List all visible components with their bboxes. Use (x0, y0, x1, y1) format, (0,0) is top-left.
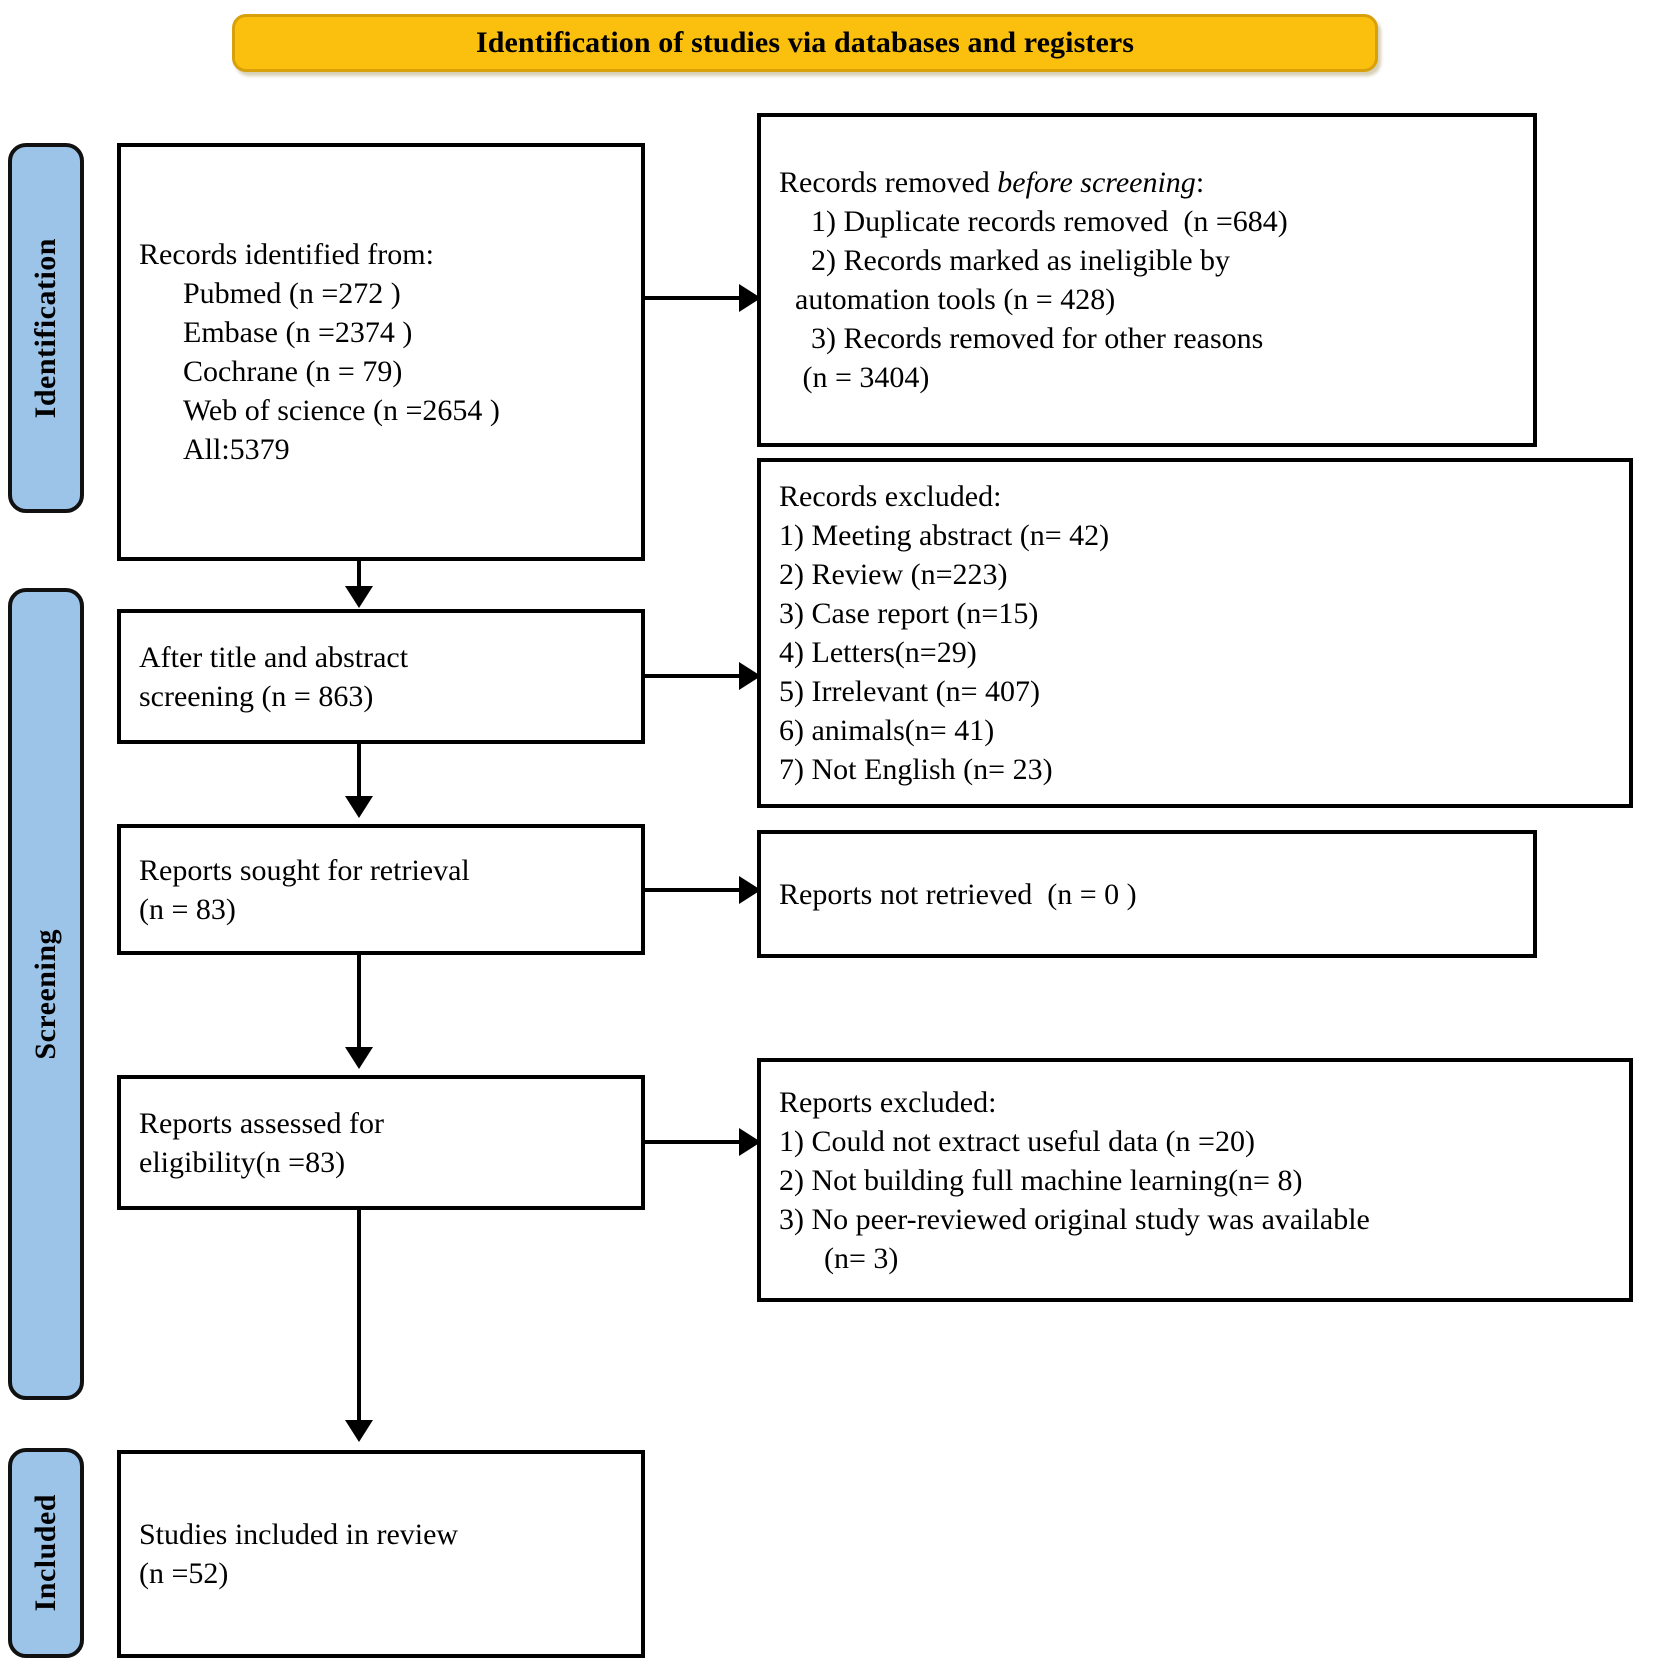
arrow-down-icon-to-after-screening (345, 586, 373, 608)
reports-excluded-item-3: 3) No peer-reviewed original study was a… (779, 1202, 1370, 1236)
reports-excluded-item-2: 2) Not building full machine learning(n=… (779, 1163, 1303, 1197)
records-identified-source-pubmed: Pubmed (n =272 ) (183, 277, 401, 310)
records-identified-source-web-of-science: Web of science (n =2654 ) (183, 394, 500, 427)
stage-label-screening: Screening (29, 928, 62, 1060)
connector-line-identified-to-screening (357, 561, 361, 589)
removed-before-heading-suffix: : (1195, 166, 1205, 199)
after-screening-line-2: screening (n = 863) (139, 679, 374, 713)
removed-before-item-3: 3) Records removed for other reasons (811, 322, 1264, 355)
reports-excluded-item-1: 1) Could not extract useful data (n =20) (779, 1124, 1255, 1158)
connector-line-to-removed-before-screening (645, 296, 741, 300)
box-studies-included-in-review: Studies included in review (n =52) (117, 1450, 645, 1658)
stage-bar-included: Included (8, 1448, 84, 1658)
stage-bar-identification: Identification (8, 143, 84, 513)
connector-line-to-reports-not-retrieved (645, 888, 741, 892)
removed-before-heading-italic: before screening (997, 166, 1196, 199)
stage-bar-screening: Screening (8, 588, 84, 1400)
removed-before-heading: Records removed before screening: (779, 163, 1515, 202)
box-reports-assessed-for-eligibility: Reports assessed for eligibility(n =83) (117, 1075, 645, 1210)
records-excluded-item-6: 6) animals(n= 41) (779, 714, 995, 747)
studies-included-line-2: (n =52) (139, 1557, 229, 1590)
connector-line-to-records-excluded (645, 674, 741, 678)
records-identified-source-embase: Embase (n =2374 ) (183, 316, 413, 349)
box-after-title-abstract-screening: After title and abstract screening (n = … (117, 609, 645, 744)
box-records-removed-before-screening: Records removed before screening: 1) Dup… (757, 113, 1537, 447)
arrow-right-icon-to-records-excluded (739, 662, 761, 690)
assessed-eligibility-line-1: Reports assessed for (139, 1106, 384, 1140)
assessed-eligibility-line-2: eligibility(n =83) (139, 1145, 346, 1179)
box-reports-not-retrieved: Reports not retrieved (n = 0 ) (757, 830, 1537, 958)
records-excluded-item-1: 1) Meeting abstract (n= 42) (779, 519, 1110, 552)
studies-included-line-1: Studies included in review (139, 1518, 459, 1551)
arrow-right-icon-to-reports-excluded (739, 1128, 761, 1156)
removed-before-item-3-cont: (n = 3404) (795, 361, 930, 394)
box-records-excluded: Records excluded: 1) Meeting abstract (n… (757, 458, 1633, 808)
reports-not-retrieved-line-1: Reports not retrieved (n = 0 ) (779, 877, 1137, 911)
box-reports-sought-for-retrieval: Reports sought for retrieval (n = 83) (117, 824, 645, 955)
connector-line-sought-to-assessed (357, 955, 361, 1049)
connector-line-screening-to-sought (357, 744, 361, 798)
records-excluded-item-3: 3) Case report (n=15) (779, 597, 1039, 630)
removed-before-item-2: 2) Records marked as ineligible by (811, 244, 1231, 277)
stage-label-identification: Identification (29, 237, 62, 419)
removed-before-heading-prefix: Records removed (779, 166, 998, 199)
records-identified-total: All:5379 (183, 433, 290, 466)
removed-before-item-1: 1) Duplicate records removed (n =684) (811, 205, 1288, 238)
records-excluded-item-4: 4) Letters(n=29) (779, 636, 977, 669)
arrow-right-icon-to-removed-before-screening (739, 284, 761, 312)
arrow-down-icon-to-studies-included (345, 1420, 373, 1442)
arrow-right-icon-to-reports-not-retrieved (739, 876, 761, 904)
records-identified-source-cochrane: Cochrane (n = 79) (183, 355, 403, 388)
sought-retrieval-line-1: Reports sought for retrieval (139, 853, 470, 887)
stage-label-included: Included (29, 1494, 62, 1612)
records-excluded-heading: Records excluded: (779, 480, 1002, 513)
after-screening-line-1: After title and abstract (139, 640, 409, 674)
removed-before-item-2-cont: automation tools (n = 428) (795, 283, 1116, 316)
reports-excluded-heading: Reports excluded: (779, 1085, 997, 1119)
records-excluded-item-5: 5) Irrelevant (n= 407) (779, 675, 1040, 708)
records-excluded-item-7: 7) Not English (n= 23) (779, 753, 1053, 786)
box-reports-excluded: Reports excluded: 1) Could not extract u… (757, 1058, 1633, 1302)
connector-line-assessed-to-included (357, 1210, 361, 1422)
page-title: Identification of studies via databases … (475, 26, 1135, 59)
arrow-down-icon-to-sought-retrieval (345, 796, 373, 818)
records-identified-heading: Records identified from: (139, 238, 434, 271)
reports-excluded-item-3-cont: (n= 3) (809, 1241, 899, 1275)
connector-line-to-reports-excluded (645, 1140, 741, 1144)
box-records-identified: Records identified from: Pubmed (n =272 … (117, 143, 645, 561)
arrow-down-icon-to-assessed-eligibility (345, 1047, 373, 1069)
records-excluded-item-2: 2) Review (n=223) (779, 558, 1008, 591)
sought-retrieval-line-2: (n = 83) (139, 892, 236, 926)
diagram-title-banner: Identification of studies via databases … (232, 14, 1378, 72)
